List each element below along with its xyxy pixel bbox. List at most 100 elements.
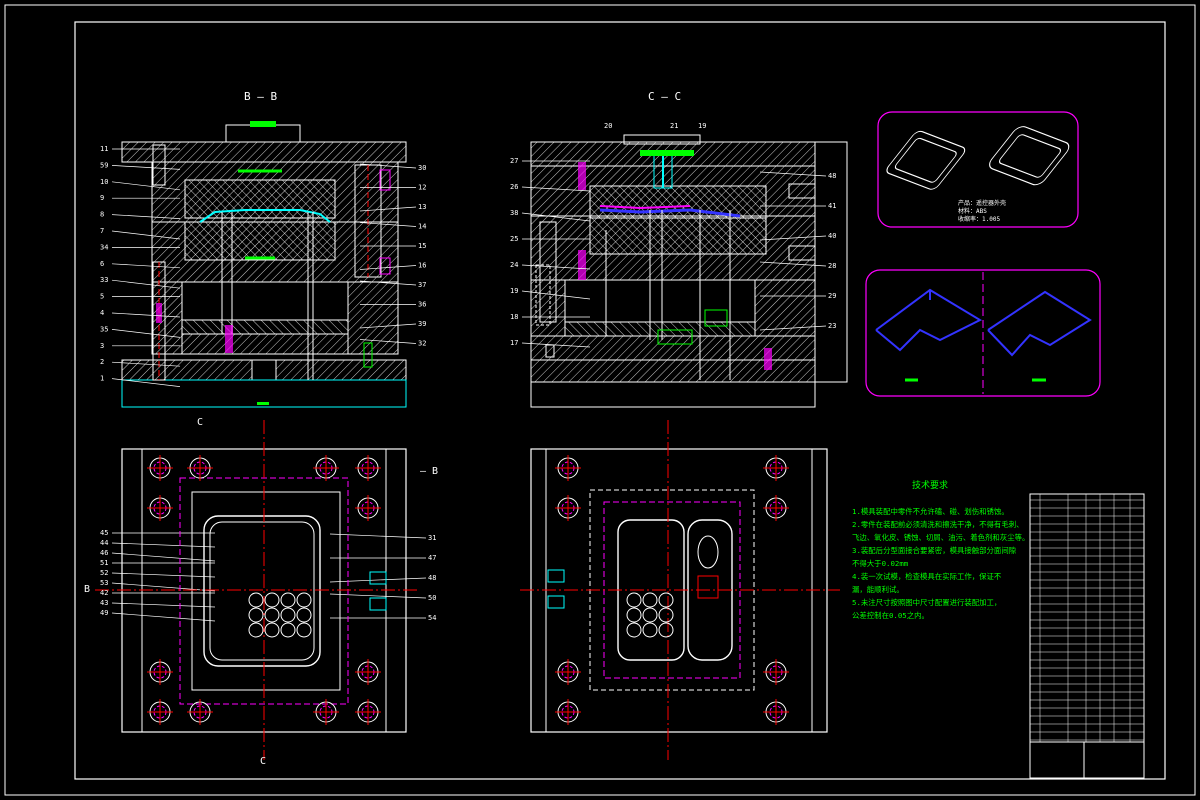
- product-iso-left: [886, 130, 966, 190]
- plan-left-part-inner: [209, 521, 315, 661]
- leader-bb-right-0: [359, 163, 417, 169]
- button-hole: [248, 592, 264, 608]
- callout-bb-left-1: 59: [100, 161, 108, 169]
- leader-cc-right-2: [759, 235, 827, 241]
- section-cc-view: C — C: [530, 90, 848, 408]
- cut-marker-c-bottom: C: [260, 756, 266, 767]
- leader-bb-left-7: [111, 263, 181, 269]
- plan-left-part-outline: [203, 515, 321, 667]
- plan-right-fitting-1: [547, 569, 565, 583]
- callout-cc-top-0: 20: [604, 122, 612, 130]
- plan-left-cavity: [191, 491, 341, 691]
- cc-side-outline: [814, 141, 848, 383]
- cc-cooling-1: [788, 183, 816, 199]
- cc-green-label-top: [640, 150, 694, 156]
- button-hole: [658, 592, 674, 608]
- callout-cc-right-4: 29: [828, 292, 836, 300]
- callout-bb-right-4: 15: [418, 242, 426, 250]
- callout-plan-right-4: 54: [428, 614, 436, 622]
- tech-req-line-3: 飞边、氧化皮、锈蚀、切屑、油污、着色剂和灰尘等。: [852, 533, 1029, 542]
- tech-req-line-8: 5.未注尺寸按照图中尺寸配置进行装配加工，: [852, 598, 1001, 607]
- leader-plan-left-8: [111, 612, 216, 622]
- runner-iso-frame: [865, 269, 1101, 397]
- callout-plan-right-0: 31: [428, 534, 436, 542]
- callout-cc-left-3: 25: [510, 235, 518, 243]
- callout-bb-right-9: 32: [418, 340, 426, 348]
- leader-bb-right-8: [359, 323, 417, 329]
- button-hole: [280, 607, 296, 623]
- leader-cc-right-0: [759, 171, 827, 177]
- button-hole: [264, 622, 280, 638]
- cc-screw-top: [578, 162, 586, 190]
- callout-plan-left-7: 43: [100, 599, 108, 607]
- button-hole: [658, 607, 674, 623]
- callout-cc-left-1: 26: [510, 183, 518, 191]
- button-hole: [658, 622, 674, 638]
- callout-bb-left-6: 34: [100, 243, 108, 251]
- tech-req-line-7: 漏，能顺利试。: [852, 585, 904, 594]
- leader-cc-left-5: [521, 290, 591, 300]
- leader-cc-left-7: [521, 342, 591, 348]
- button-hole: [264, 607, 280, 623]
- product-name-text: 产品：遥控器外壳: [958, 199, 1006, 207]
- product-shrink-text: 收缩率：1.005: [958, 215, 1000, 223]
- plan-right-fitting-2: [547, 595, 565, 609]
- callout-plan-left-2: 46: [100, 549, 108, 557]
- cc-pin-17: [545, 344, 555, 358]
- cc-green-label-right: [704, 309, 728, 327]
- leader-bb-right-9: [359, 339, 417, 344]
- product-iso-frame: [877, 111, 1079, 228]
- leader-bb-left-4: [111, 214, 181, 219]
- callout-cc-left-2: 38: [510, 209, 518, 217]
- callout-bb-left-2: 10: [100, 178, 108, 186]
- molded-part-section: [199, 209, 331, 223]
- plan-left-bolt-holes: [147, 455, 381, 725]
- cc-base-outline: [530, 381, 816, 408]
- knockout-hole: [251, 359, 277, 381]
- callout-plan-left-0: 45: [100, 529, 108, 537]
- section-cc-title: C — C: [648, 90, 681, 103]
- plan-left-fitting-2: [369, 597, 387, 611]
- callout-cc-right-1: 41: [828, 202, 836, 210]
- callout-plan-left-1: 44: [100, 539, 108, 547]
- callout-cc-left-6: 18: [510, 313, 518, 321]
- callout-cc-left-5: 19: [510, 287, 518, 295]
- cut-marker-c-top: C: [197, 417, 203, 428]
- leader-bb-left-8: [111, 279, 181, 289]
- callout-cc-left-0: 27: [510, 157, 518, 165]
- parts-list-title-block: [1029, 493, 1145, 779]
- inner-border: [74, 21, 1166, 780]
- leader-bb-left-1: [111, 165, 181, 170]
- leader-bb-left-2: [111, 181, 181, 191]
- callout-bb-right-1: 12: [418, 184, 426, 192]
- runner-iso-right: [987, 290, 1092, 357]
- cc-part-section: [599, 208, 741, 218]
- callout-bb-left-10: 4: [100, 309, 104, 317]
- leader-bb-right-6: [359, 280, 417, 286]
- leader-cc-left-1: [521, 186, 591, 192]
- ejector-plate: [181, 333, 349, 355]
- product-material-text: 材料：ABS: [958, 207, 987, 215]
- runner-iso-panel: [865, 269, 1101, 397]
- plan-view-left: C C B — B: [84, 417, 438, 767]
- cut-marker-b-right: — B: [420, 466, 438, 477]
- callout-bb-left-0: 11: [100, 145, 108, 153]
- cc-ejector-plate: [530, 335, 816, 361]
- leader-bb-left-10: [111, 312, 181, 318]
- plan-right-button-grid: [626, 592, 674, 638]
- leader-bb-right-3: [359, 222, 417, 227]
- callout-cc-left-4: 24: [510, 261, 518, 269]
- section-bb-title: B — B: [244, 90, 277, 103]
- callout-cc-top-1: 21: [670, 122, 678, 130]
- callout-bb-left-12: 3: [100, 342, 104, 350]
- screw-left: [156, 303, 162, 323]
- screw-right-bottom: [379, 257, 391, 275]
- callout-cc-right-2: 40: [828, 232, 836, 240]
- tech-req-line-5: 不得大于0.02mm: [852, 559, 909, 568]
- callout-plan-left-3: 51: [100, 559, 108, 567]
- callout-bb-left-3: 9: [100, 194, 104, 202]
- leader-plan-left-4: [111, 572, 216, 578]
- leader-plan-right-0: [329, 533, 427, 539]
- leader-plan-right-2: [329, 577, 427, 583]
- leader-plan-left-7: [111, 602, 216, 608]
